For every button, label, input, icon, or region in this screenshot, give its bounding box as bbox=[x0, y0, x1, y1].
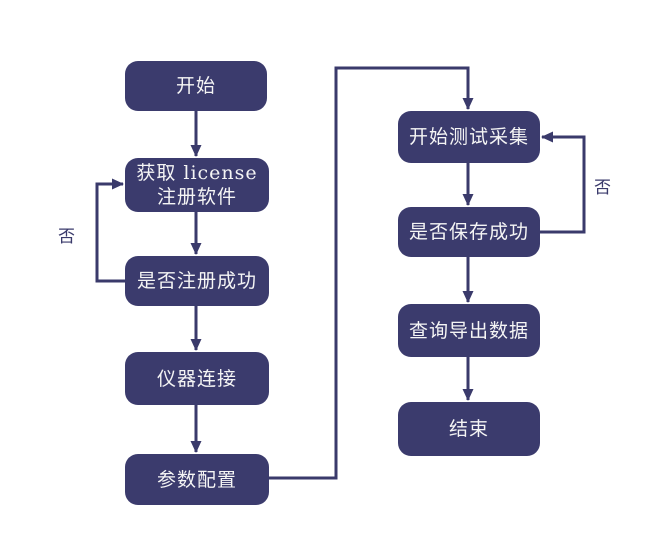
node-get-license-line1: 获取 license bbox=[136, 162, 258, 184]
node-param-config-label: 参数配置 bbox=[156, 468, 237, 491]
node-query-export-label: 查询导出数据 bbox=[408, 319, 529, 342]
node-instrument-connect: 仪器连接 bbox=[125, 352, 269, 405]
node-start-test: 开始测试采集 bbox=[398, 111, 540, 163]
node-save-success: 是否保存成功 bbox=[398, 207, 540, 257]
node-start-test-label: 开始测试采集 bbox=[408, 126, 529, 148]
node-end: 结束 bbox=[398, 402, 540, 456]
node-register-success: 是否注册成功 bbox=[125, 256, 269, 306]
node-save-success-label: 是否保存成功 bbox=[408, 221, 529, 243]
edge-label-save-no: 否 bbox=[594, 178, 611, 198]
node-start: 开始 bbox=[125, 61, 267, 111]
node-param-config: 参数配置 bbox=[125, 454, 269, 505]
node-query-export: 查询导出数据 bbox=[398, 304, 540, 357]
node-register-success-label: 是否注册成功 bbox=[136, 270, 257, 292]
node-instrument-connect-label: 仪器连接 bbox=[156, 367, 237, 390]
arrow-savesuccess-no-loop bbox=[540, 131, 586, 234]
node-start-label: 开始 bbox=[175, 75, 216, 97]
node-end-label: 结束 bbox=[448, 418, 489, 440]
arrow-registersuccess-no-loop bbox=[95, 178, 125, 283]
node-get-license: 获取 license 注册软件 bbox=[125, 158, 269, 212]
node-get-license-line2: 注册软件 bbox=[156, 186, 237, 208]
edge-label-register-no: 否 bbox=[58, 227, 75, 247]
arrow-paramconfig-to-starttest bbox=[269, 66, 474, 480]
